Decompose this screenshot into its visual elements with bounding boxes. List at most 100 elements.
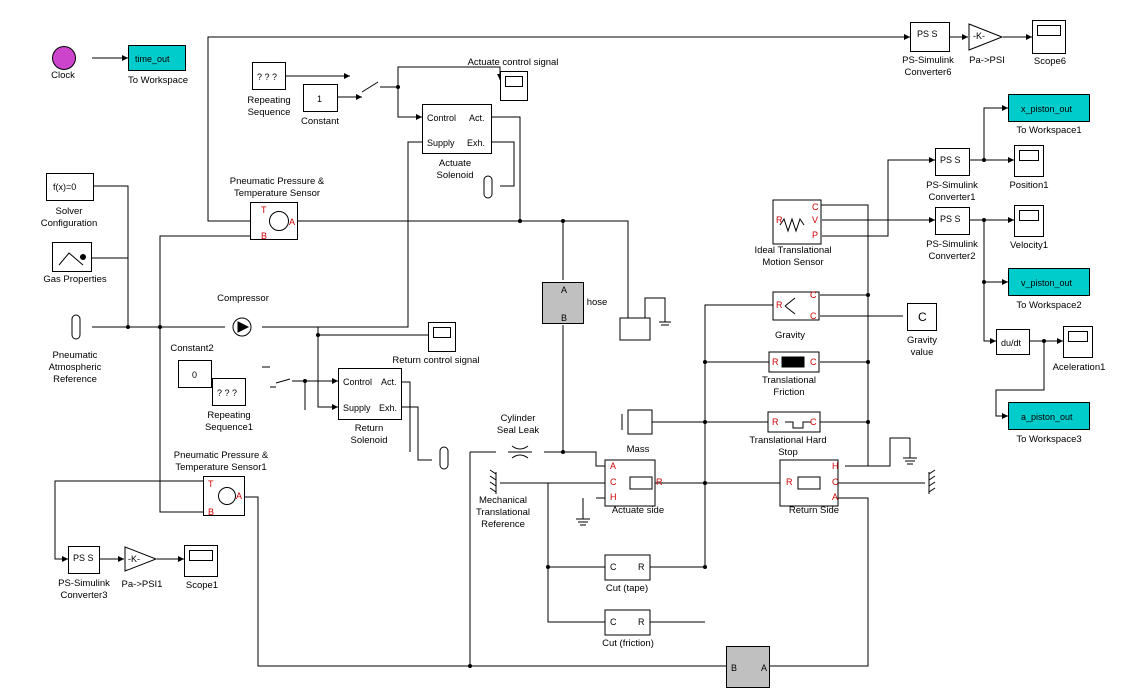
repeating-sequence-label: Repeating Sequence <box>247 95 291 118</box>
gravity-value-block[interactable]: C <box>907 303 937 331</box>
cut-friction-port-r: R <box>638 617 645 627</box>
ms-port-c: C <box>812 202 819 212</box>
to-workspace-label: To Workspace <box>127 75 188 86</box>
trans-friction-label: Translational Friction <box>761 375 817 398</box>
grav-port-c2: C <box>810 311 817 321</box>
act-port-c: C <box>610 477 617 487</box>
ps-conv2-block[interactable]: PS S <box>935 207 970 235</box>
scope1[interactable] <box>184 545 218 577</box>
cylinder-seal-leak-label: Cylinder Seal Leak <box>496 413 540 436</box>
ms-port-r: R <box>776 215 783 225</box>
ps-conv6-inner: PS S <box>917 29 938 39</box>
position1-scope[interactable] <box>1014 145 1044 177</box>
solver-config-block[interactable]: f(x)=0 <box>46 173 94 201</box>
ps-conv1-block[interactable]: PS S <box>935 148 970 176</box>
to-workspace2-label: To Workspace2 <box>1016 300 1082 311</box>
compressor-label: Compressor <box>217 293 269 304</box>
constant-value: 1 <box>317 94 323 104</box>
velocity1-scope[interactable] <box>1014 205 1044 237</box>
ideal-motion-sensor-label: Ideal Translational Motion Sensor <box>754 245 832 268</box>
clock-icon <box>52 46 76 70</box>
bottom-port-a: A <box>761 663 768 673</box>
return-port-exh: Exh. <box>379 403 398 413</box>
a-piston-out-block[interactable]: a_piston_out <box>1008 402 1090 430</box>
actuate-solenoid-block[interactable]: Control Act. Supply Exh. <box>422 104 492 154</box>
act-port-h: H <box>610 492 617 502</box>
fric-port-c: C <box>810 357 817 367</box>
hose-block[interactable]: A B <box>542 282 584 324</box>
pp-sensor-port-a: A <box>289 217 296 227</box>
actuate-scope[interactable] <box>500 71 528 101</box>
gravity-value-inner: C <box>918 310 927 324</box>
constant-block[interactable]: 1 <box>303 84 338 112</box>
repeating-sequence-inner: ? ? ? <box>257 72 278 82</box>
return-solenoid-block[interactable]: Control Act. Supply Exh. <box>338 368 402 420</box>
actuate-solenoid-label: Actuate Solenoid <box>436 158 474 181</box>
constant2-block[interactable]: 0 <box>178 360 212 388</box>
time-out-block[interactable]: time_out <box>128 45 186 71</box>
gas-properties-block[interactable] <box>52 242 92 272</box>
dudt-block[interactable]: du/dt <box>996 329 1030 355</box>
ret-port-h: H <box>832 461 839 471</box>
trans-hard-stop-label: Translational Hard Stop <box>749 435 827 458</box>
to-workspace3-label: To Workspace3 <box>1016 434 1082 445</box>
dudt-text: du/dt <box>1001 338 1022 348</box>
cut-tape-port-c: C <box>610 562 617 572</box>
actuate-control-signal-label: Actuate control signal <box>467 57 559 68</box>
return-port-control: Control <box>343 377 373 387</box>
return-scope[interactable] <box>428 322 456 352</box>
cut-tape-label: Cut (tape) <box>605 583 649 594</box>
mech-ref-label: Mechanical Translational Reference <box>475 495 531 530</box>
pp-sensor-block[interactable]: T B A <box>250 202 298 241</box>
pa-psi-gain[interactable] <box>968 23 1004 51</box>
pp-sensor1-block[interactable]: T B A <box>203 476 245 517</box>
v-piston-out-block[interactable]: v_piston_out <box>1008 268 1090 296</box>
gravity-value-label: Gravity value <box>906 335 938 358</box>
repeating-sequence1-block[interactable]: ? ? ? <box>212 378 246 406</box>
pa-psi1-gain[interactable] <box>124 546 158 572</box>
stop-port-r: R <box>772 417 779 427</box>
bottom-cylinder-block[interactable]: B A <box>726 646 770 688</box>
actuate-side-label: Actuate side <box>611 505 665 516</box>
ms-port-p: P <box>812 230 819 240</box>
return-solenoid-label: Return Solenoid <box>350 423 388 446</box>
ps-conv1-inner: PS S <box>940 155 961 165</box>
hose-port-a: A <box>561 285 568 295</box>
pp-sensor-label: Pneumatic Pressure & Temperature Sensor <box>229 176 325 199</box>
gravity-label: Gravity <box>774 330 806 341</box>
port-supply-label: Supply <box>427 138 455 148</box>
gas-properties-label: Gas Properties <box>43 274 107 285</box>
pa-psi1-gain-text: -K- <box>128 554 140 564</box>
cut-friction-port-c: C <box>610 617 617 627</box>
ps-conv3-label: PS-Simulink Converter3 <box>58 578 110 601</box>
return-port-supply: Supply <box>343 403 371 413</box>
acceleration1-scope[interactable] <box>1063 326 1093 358</box>
gauge-icon <box>269 211 289 231</box>
ps-conv6-block[interactable]: PS S <box>910 22 950 52</box>
pa-psi-label: Pa->PSI <box>969 55 1005 66</box>
x-piston-out-block[interactable]: x_piston_out <box>1008 94 1090 122</box>
repeating-sequence-block[interactable]: ? ? ? <box>252 62 286 90</box>
fric-port-r: R <box>772 357 779 367</box>
ret-port-a: A <box>832 492 839 502</box>
ps-conv1-label: PS-Simulink Converter1 <box>926 180 978 203</box>
ps-conv2-label: PS-Simulink Converter2 <box>926 239 978 262</box>
bottom-port-b: B <box>731 663 738 673</box>
repeating-sequence1-label: Repeating Sequence1 <box>204 410 254 433</box>
solver-inner: f(x)=0 <box>53 182 77 192</box>
ps-conv3-block[interactable]: PS S <box>68 546 100 574</box>
solver-config-label: Solver Configuration <box>40 206 98 229</box>
repeating-sequence1-inner: ? ? ? <box>217 388 238 398</box>
act-port-a: A <box>610 461 617 471</box>
ret-port-c: C <box>832 477 839 487</box>
act-port-r: R <box>656 477 663 487</box>
hose-label: hose <box>586 297 608 308</box>
scope6[interactable] <box>1032 20 1066 54</box>
port-control-label: Control <box>427 113 457 123</box>
return-side-label: Return Side <box>788 505 840 516</box>
mass-label: Mass <box>626 444 650 455</box>
pp-sensor1-port-t: T <box>208 479 214 489</box>
ps-conv3-inner: PS S <box>73 553 94 563</box>
grav-port-c1: C <box>810 290 817 300</box>
